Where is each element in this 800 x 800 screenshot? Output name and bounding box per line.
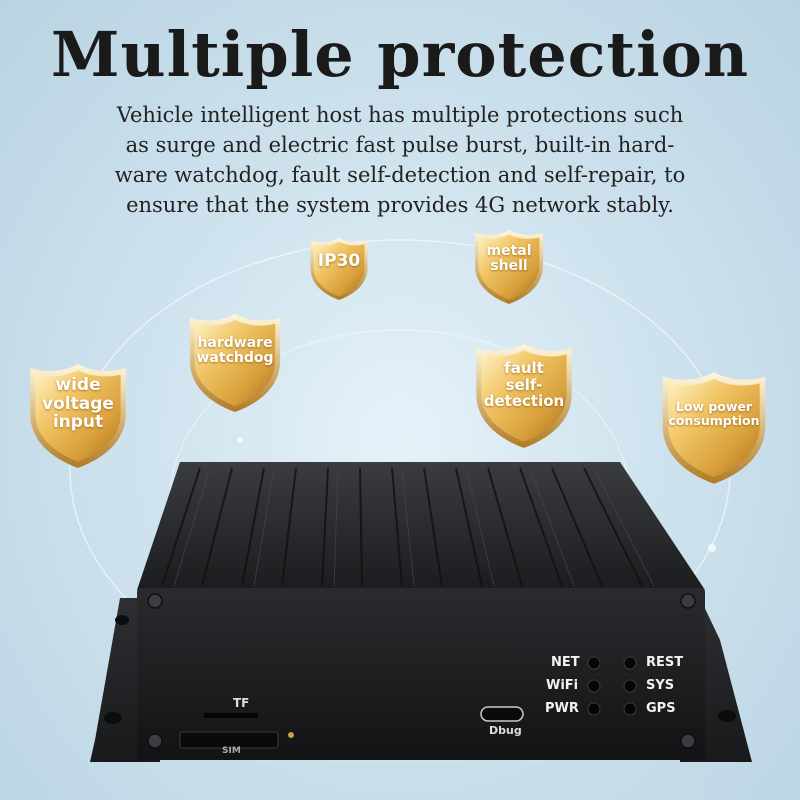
screw-icon [147, 593, 163, 609]
tf-slot [204, 713, 258, 718]
usb-c-port [480, 706, 524, 722]
shield-icon [30, 364, 126, 468]
tf-label: TF [233, 696, 250, 710]
description-line: ensure that the system provides 4G netwo… [126, 193, 674, 217]
led-net [587, 656, 601, 670]
led-gps [623, 702, 637, 716]
badge-label: metal [486, 243, 532, 259]
badge-fault-self-detection: fault self- detection [472, 342, 576, 450]
badge-label: hardware [197, 335, 273, 351]
led-rest [623, 656, 637, 670]
badge-label: Low power [675, 399, 753, 414]
screw-icon [680, 733, 696, 749]
badge-label: watchdog [196, 350, 274, 367]
shield-icon [310, 238, 368, 300]
sim-slot [179, 731, 279, 749]
description-line: Vehicle intelligent host has multiple pr… [116, 103, 684, 127]
shield-icon [474, 230, 544, 304]
led-label-wifi: WiFi [546, 678, 579, 693]
badge-label: shell [490, 258, 528, 275]
badge-label: voltage [42, 393, 114, 414]
badge-low-power-consumption: Low power consumption [658, 370, 770, 486]
badge-label: fault [504, 359, 544, 377]
shield-icon [476, 344, 572, 448]
badge-label: self- [505, 375, 543, 394]
badge-label: consumption [668, 412, 760, 428]
description-line: ware watchdog, fault self-detection and … [114, 163, 686, 187]
shield-icon [189, 314, 281, 412]
screw-icon [680, 593, 696, 609]
screw-icon [147, 733, 163, 749]
description-line: as surge and electric fast pulse burst, … [125, 133, 675, 157]
front-panel [137, 588, 705, 760]
badge-label: wide [55, 375, 101, 395]
dbug-label: Dbug [489, 724, 522, 737]
badge-hardware-watchdog: hardware watchdog [186, 310, 284, 416]
sim-label: SIM [222, 746, 241, 756]
badge-wide-voltage-input: wide voltage input [26, 362, 130, 470]
page-title: Multiple protection [50, 18, 750, 91]
badge-metal-shell: metal shell [472, 228, 546, 306]
heatsink-fins [161, 467, 643, 587]
badge-ip30: IP30 [308, 236, 370, 302]
badge-label: IP30 [317, 251, 361, 271]
description: Vehicle intelligent host has multiple pr… [60, 100, 740, 220]
led-label-sys: SYS [646, 678, 675, 693]
led-label-rest: REST [646, 655, 684, 670]
heatsink-top [137, 462, 705, 590]
led-label-net: NET [551, 655, 580, 670]
reset-pin-icon [288, 732, 294, 738]
led-wifi [587, 679, 601, 693]
led-pwr [587, 702, 601, 716]
led-label-pwr: PWR [545, 701, 579, 716]
led-label-gps: GPS [646, 701, 676, 716]
shield-icon [662, 372, 766, 484]
badge-label: detection [483, 392, 565, 410]
badge-label: input [52, 412, 104, 433]
led-sys [623, 679, 637, 693]
